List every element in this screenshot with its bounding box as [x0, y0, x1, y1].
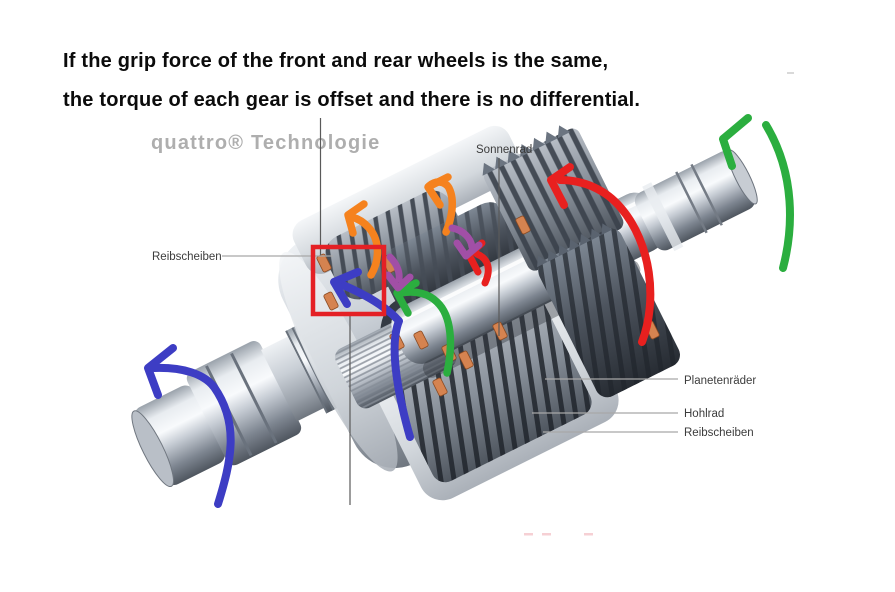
arrow-green-right-input-shaft	[719, 114, 794, 272]
leader-lines	[222, 118, 678, 505]
arrow-orange-left-worm	[344, 200, 382, 279]
arrow-green-center	[393, 279, 455, 377]
label-reibscheiben-right: Reibscheiben	[684, 427, 754, 439]
sun-gear-tooth-tips	[482, 125, 571, 176]
faint-artifacts	[524, 533, 593, 536]
arrow-purple-lower	[384, 253, 414, 292]
caption-line-2: the torque of each gear is offset and th…	[63, 89, 641, 111]
arrow-purple-upper	[448, 224, 483, 260]
arrow-orange-right-worm	[424, 173, 457, 236]
label-hohlrad: Hohlrad	[684, 408, 724, 420]
arrow-blue-left-output-shaft	[144, 344, 235, 508]
label-planetenraeder: Planetenräder	[684, 375, 756, 387]
arrow-red-right-gear	[547, 163, 655, 346]
collar-groove	[230, 352, 278, 444]
faint-artifact	[524, 533, 533, 536]
differential-cutaway-illustration	[131, 125, 758, 501]
shaft-neck	[261, 335, 326, 422]
left-shaft-end-cap	[131, 410, 174, 488]
right-shaft-groove	[675, 171, 708, 234]
faint-artifact	[584, 533, 593, 536]
sun-gear-teeth	[483, 128, 624, 271]
highlight-box	[310, 244, 387, 317]
faint-artifact	[542, 533, 551, 536]
rear-helical-gear-teeth	[538, 228, 680, 398]
caption-line-1: If the grip force of the front and rear …	[63, 50, 609, 72]
brand-title: quattro® Technologie	[151, 132, 380, 154]
label-sonnenrad: Sonnenrad	[476, 144, 532, 156]
right-shaft-groove	[690, 163, 723, 226]
rear-gear-tooth-tips	[537, 223, 613, 268]
annotation-arrows	[144, 114, 794, 508]
arrow-blue-center-into-clutch	[330, 268, 414, 441]
faint-artifact	[787, 72, 794, 74]
label-reibscheiben-left: Reibscheiben	[152, 251, 222, 263]
right-shaft-band	[642, 182, 684, 252]
